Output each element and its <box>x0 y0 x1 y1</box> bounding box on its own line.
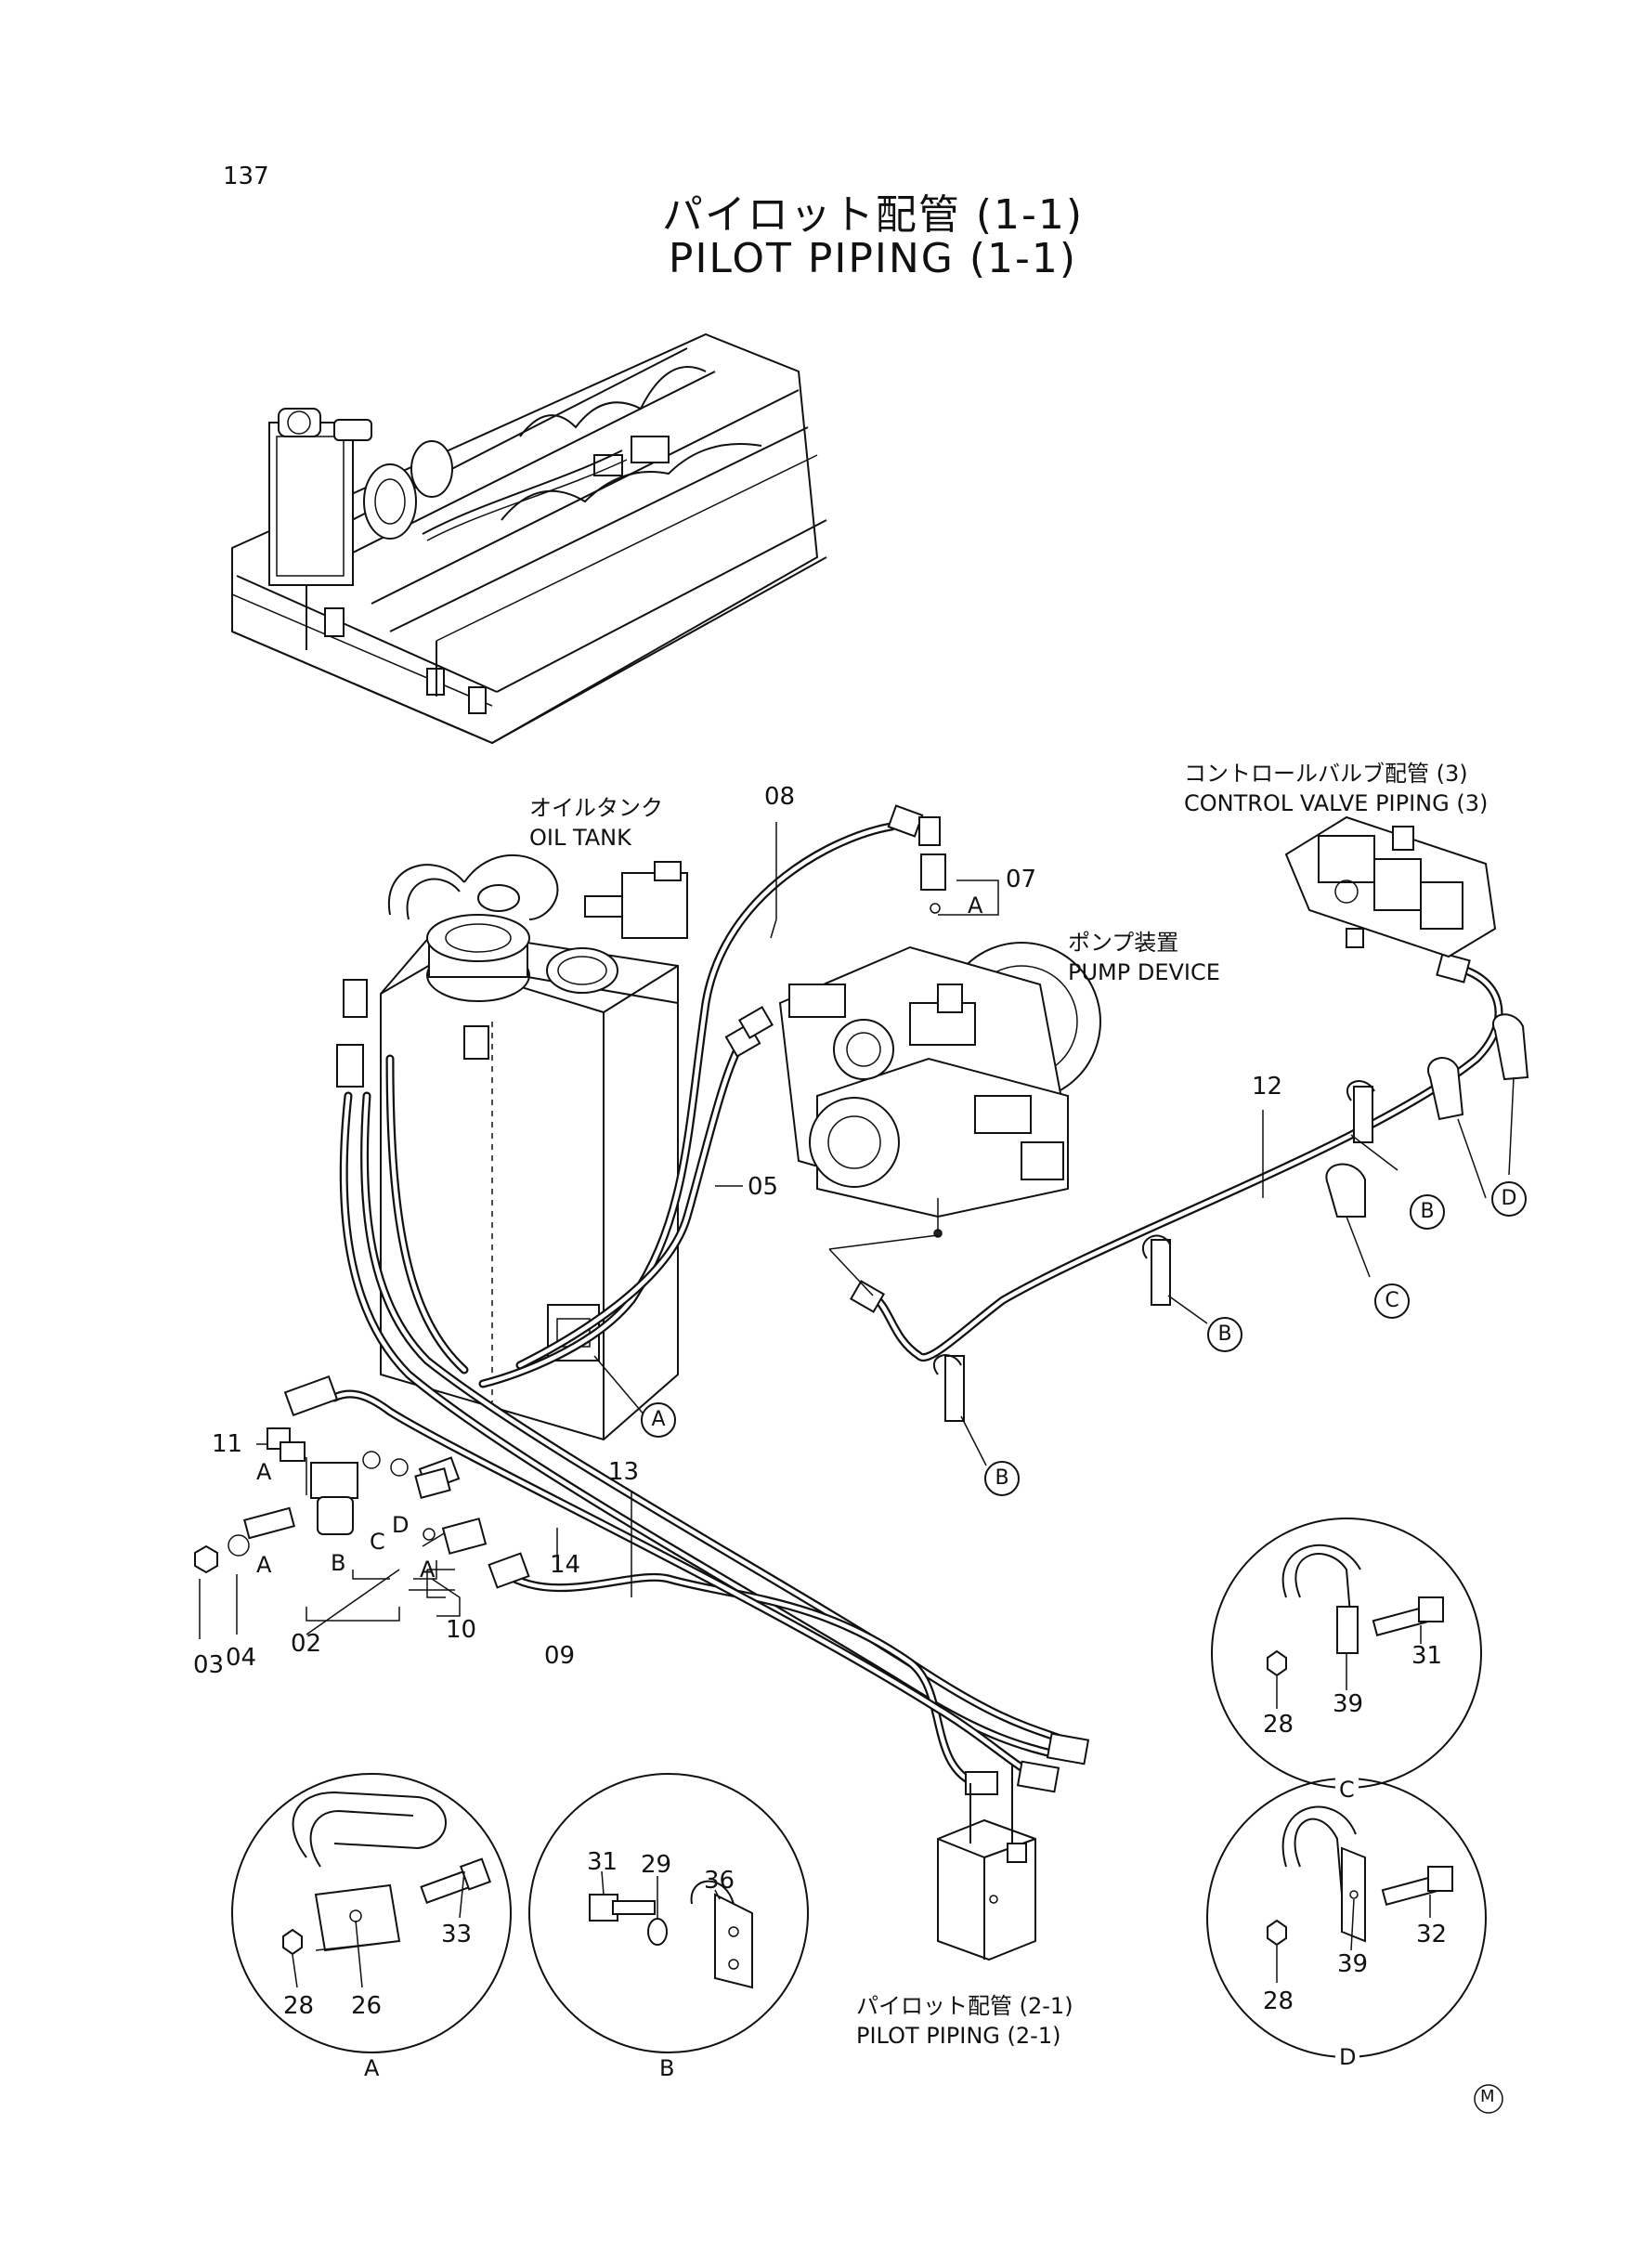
detail-a-part-28: 28 <box>283 1992 315 2020</box>
ref-letter-a-07: A <box>968 892 983 919</box>
part-number-08: 08 <box>764 783 796 811</box>
detail-b-part-29: 29 <box>641 1851 672 1879</box>
hose-lines <box>330 822 1503 1788</box>
pilot-block-drawing <box>937 1765 1036 1961</box>
detail-b-part-36: 36 <box>704 1867 735 1895</box>
detail-c-part-31: 31 <box>1411 1642 1443 1670</box>
part-number-14: 14 <box>550 1551 581 1579</box>
detail-circle-d <box>1206 1778 1487 2058</box>
pump-device-label-en: PUMP DEVICE <box>1068 959 1220 985</box>
detail-d-part-39: 39 <box>1337 1950 1369 1978</box>
ref-letter-a-11: A <box>256 1459 272 1485</box>
part-number-07: 07 <box>1006 866 1037 893</box>
detail-c-part-28: 28 <box>1263 1711 1294 1739</box>
detail-circle-b <box>528 1773 809 2053</box>
detail-c-caption: C <box>1335 1776 1359 1804</box>
page-number: 137 <box>223 163 269 190</box>
circled-ref-b-upper: B <box>1410 1194 1445 1230</box>
control-valve-piping-label-en: CONTROL VALVE PIPING (3) <box>1184 790 1489 816</box>
machine-overview-drawing <box>231 332 827 745</box>
detail-a-part-26: 26 <box>351 1992 383 2020</box>
control-valve-drawing <box>1284 815 1497 958</box>
leader-lines <box>199 822 1515 1639</box>
part-number-11: 11 <box>212 1430 243 1458</box>
detail-d-part-32: 32 <box>1416 1921 1448 1948</box>
control-valve-piping-label-jp: コントロールバルブ配管 (3) <box>1184 761 1468 787</box>
part-number-09: 09 <box>544 1642 576 1670</box>
hose-fittings <box>283 804 1471 1795</box>
part-number-13: 13 <box>608 1458 640 1486</box>
pipe-12-brackets <box>932 1013 1529 1422</box>
ref-letter-c-bolt: C <box>370 1529 385 1555</box>
detail-a-part-33: 33 <box>441 1921 473 1948</box>
circled-ref-a-tank: A <box>641 1402 676 1438</box>
detail-circle-a <box>231 1773 512 2053</box>
detail-d-part-28: 28 <box>1263 1987 1294 2015</box>
part-number-10: 10 <box>446 1616 477 1644</box>
ref-letter-b-bolt: B <box>331 1550 346 1576</box>
part-number-02: 02 <box>291 1630 322 1658</box>
title-jp: パイロット配管 (1-1) <box>661 191 1085 239</box>
circled-ref-c: C <box>1374 1283 1410 1319</box>
pilot-piping-2-1-label-jp: パイロット配管 (2-1) <box>856 1993 1073 2019</box>
corner-mark-circle <box>1474 2084 1503 2114</box>
part-number-04: 04 <box>226 1644 257 1672</box>
small-fittings-group <box>194 1427 488 1574</box>
pump-device-drawing <box>778 942 1101 1238</box>
oil-tank-label-en: OIL TANK <box>529 825 631 851</box>
ref-letter-a-10: A <box>420 1557 436 1583</box>
corner-mark: M <box>1480 2087 1495 2106</box>
pilot-piping-2-1-label-en: PILOT PIPING (2-1) <box>856 2023 1061 2049</box>
title-en: PILOT PIPING (1-1) <box>668 235 1078 282</box>
circled-ref-d: D <box>1491 1181 1527 1217</box>
circled-ref-b-lower: B <box>984 1461 1020 1496</box>
detail-d-caption: D <box>1335 2043 1360 2071</box>
detail-a-caption: A <box>360 2054 384 2082</box>
ref-letter-d-bolt: D <box>392 1512 410 1538</box>
circled-ref-b-middle: B <box>1207 1317 1242 1352</box>
detail-b-caption: B <box>656 2054 679 2082</box>
part-number-12: 12 <box>1252 1073 1283 1101</box>
part-number-03: 03 <box>193 1651 225 1679</box>
detail-circle-c <box>1211 1518 1482 1789</box>
pump-device-label-jp: ポンプ装置 <box>1068 930 1179 956</box>
part-number-05: 05 <box>748 1173 779 1201</box>
detail-c-part-39: 39 <box>1333 1690 1364 1718</box>
detail-b-part-31: 31 <box>587 1848 618 1876</box>
oil-tank-label-jp: オイルタンク <box>529 795 663 821</box>
ref-letter-a-bolt: A <box>256 1552 272 1578</box>
